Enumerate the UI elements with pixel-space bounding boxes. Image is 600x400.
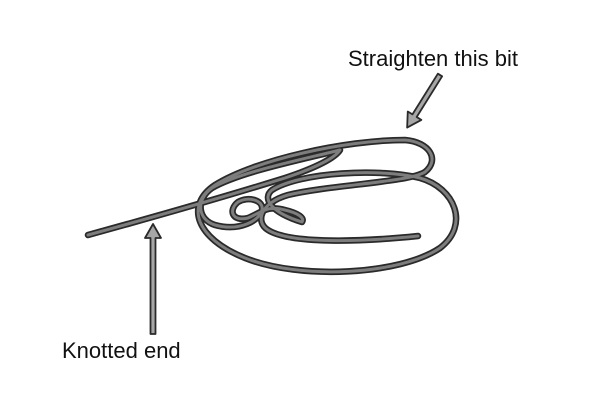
straighten-label: Straighten this bit [348,46,518,71]
knotted-end-label: Knotted end [62,338,181,363]
wire [88,140,456,272]
wire-core [86,138,458,274]
knotted-end-arrow-shape [144,223,162,335]
knotted-end-arrow [144,223,162,335]
straighten-arrow-shape [406,72,444,129]
straighten-arrow [406,72,444,129]
